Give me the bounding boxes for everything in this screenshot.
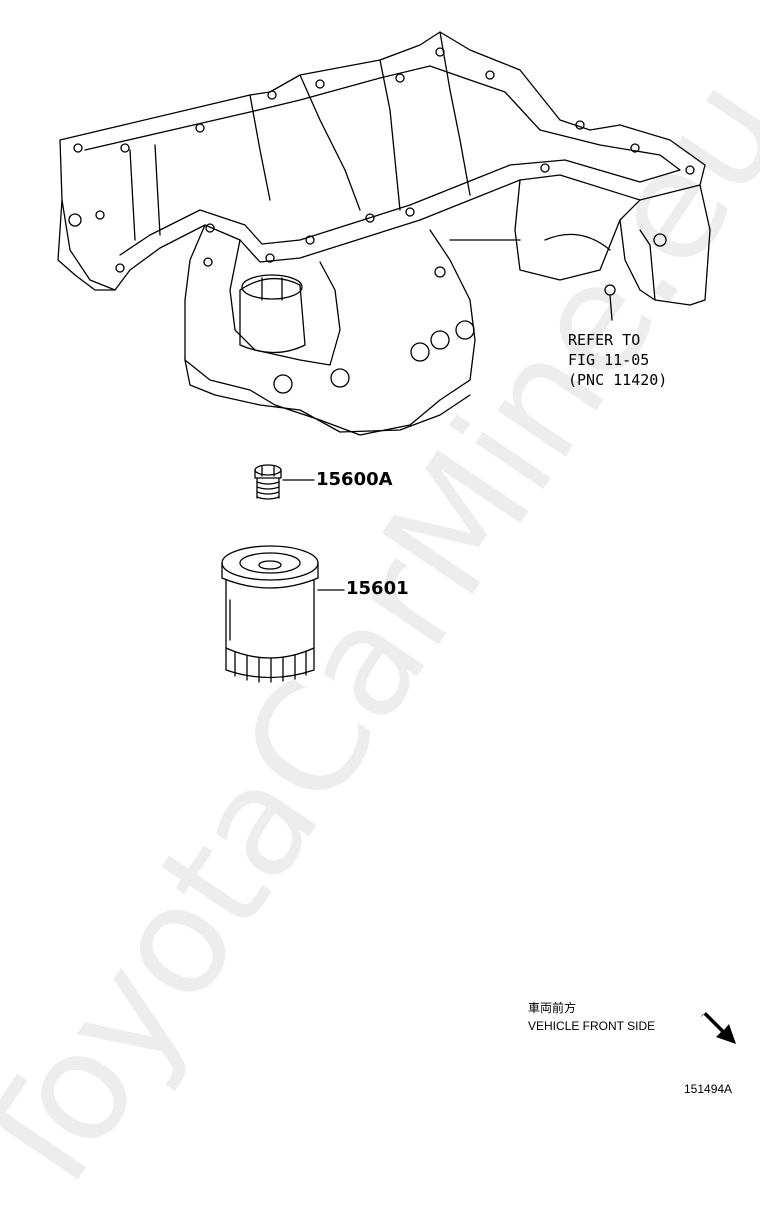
orientation-english: VEHICLE FRONT SIDE [528, 1019, 656, 1033]
reference-line-3: (PNC 11420) [568, 371, 668, 389]
oil-filter-drawing [221, 545, 319, 683]
reference-leader-line [609, 294, 613, 321]
orientation-japanese: 車両前方 [528, 1001, 577, 1015]
parts-diagram [57, 31, 736, 1044]
arrow-down-right-icon [700, 1012, 736, 1044]
part-number-15600A[interactable]: 15600A [316, 469, 393, 490]
orientation-note: 車両前方 VEHICLE FRONT SIDE [528, 999, 655, 1035]
illustration-code: 151494A [684, 1082, 733, 1096]
union-bolt-drawing [254, 464, 282, 500]
reference-note[interactable]: REFER TO FIG 11-05 (PNC 11420) [568, 330, 667, 390]
reference-line-2: FIG 11-05 [568, 351, 650, 369]
oil-pan-drawing [57, 31, 711, 436]
reference-line-1: REFER TO [568, 331, 641, 349]
part-number-15601[interactable]: 15601 [346, 578, 409, 599]
